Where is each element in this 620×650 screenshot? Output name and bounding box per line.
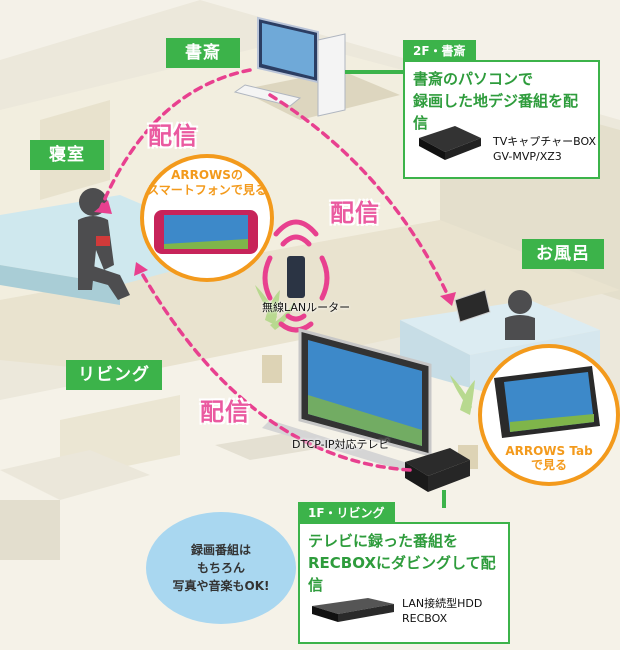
study-info-line-1: 書斎のパソコンで [413, 70, 534, 88]
note-bubble-line-1: 録画番組は [190, 543, 251, 557]
note-bubble-line-3: 写真や音楽もOK! [172, 579, 270, 593]
study-info-box: 2F・書斎 書斎のパソコンで 録画した地デジ番組を配信 TVキャプチャーBOX … [403, 40, 600, 179]
stream-label-bath: 配信 [330, 199, 380, 227]
recbox-label: LAN接続型HDD [402, 597, 483, 610]
note-bubble-line-2: もちろん [196, 561, 245, 575]
capture-box-model: GV-MVP/XZ3 [493, 150, 562, 163]
living-info-line-2: RECBOXにダビングして配信 [308, 554, 496, 594]
phone-bubble-line-1: ARROWSの [171, 168, 243, 182]
note-bubble: 録画番組は もちろん 写真や音楽もOK! [146, 512, 296, 624]
tv-label: DTCP-IP対応テレビ [292, 438, 390, 451]
living-info-line-1: テレビに録った番組を [308, 532, 459, 550]
capture-box-label: TVキャプチャーBOX [493, 135, 596, 148]
living-info-box: 1F・リビング テレビに録った番組を RECBOXにダビングして配信 LAN接続… [298, 502, 510, 644]
tablet-bubble: ARROWS Tab で見る [478, 344, 620, 486]
room-tag-bath: お風呂 [522, 239, 604, 269]
tablet-image [494, 366, 600, 438]
room-tag-living: リビング [66, 360, 162, 390]
phone-bubble-line-2: スマートフォンで見る [147, 183, 267, 197]
recbox-model: RECBOX [402, 612, 448, 625]
living-info-tab: 1F・リビング [298, 502, 395, 524]
room-tag-bedroom: 寝室 [30, 140, 104, 170]
capture-box-image [419, 126, 481, 160]
smartphone-image [154, 210, 258, 254]
tablet-bubble-line-2: で見る [530, 458, 567, 472]
room-tag-study: 書斎 [166, 38, 240, 68]
tablet-bubble-line-1: ARROWS Tab [505, 444, 593, 458]
phone-bubble: ARROWSの スマートフォンで見る [140, 154, 274, 282]
stream-label-bedroom: 配信 [148, 122, 198, 150]
router-label: 無線LANルーター [262, 301, 351, 314]
recbox-image [312, 598, 394, 622]
stream-label-living: 配信 [200, 398, 250, 426]
study-info-tab: 2F・書斎 [403, 40, 476, 62]
study-info-line-2: 録画した地デジ番組を配信 [413, 92, 579, 132]
